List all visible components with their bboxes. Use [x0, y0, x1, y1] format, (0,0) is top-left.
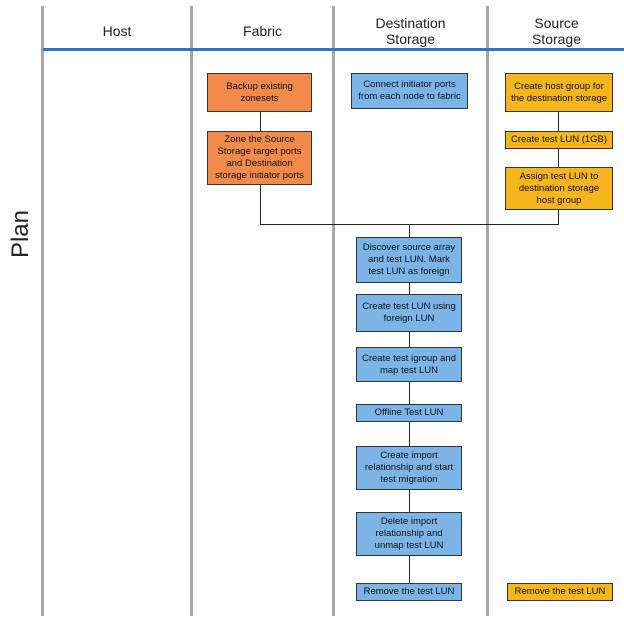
step-remove-test-lun-source-text: Remove the test LUN	[514, 586, 606, 597]
step-assign-test-lun: Assign test LUN to destination storage h…	[505, 167, 613, 210]
step-create-test-lun-foreign-text: Create test LUN using foreign LUN	[362, 301, 456, 324]
lane-divider-destination-source	[486, 6, 489, 616]
step-create-test-lun-source: Create test LUN (1GB)	[505, 131, 613, 149]
lane-header-destination-line2: Storage	[385, 31, 436, 47]
step-offline-test-lun-text: Offline Test LUN	[374, 407, 444, 418]
step-connect-initiator-ports-text: Connect initiator ports from each node t…	[358, 79, 461, 102]
lane-header-destination: Destination Storage	[335, 15, 486, 47]
step-create-import-relationship: Create import relationship and start tes…	[356, 446, 462, 490]
connector-source-1	[558, 112, 559, 131]
lane-header-fabric: Fabric	[193, 23, 332, 39]
step-discover-source-array: Discover source array and test LUN. Mark…	[356, 237, 462, 283]
step-backup-zonesets-text: Backup existing zonesets	[226, 80, 293, 104]
step-discover-source-array-text: Discover source array and test LUN. Mark…	[362, 242, 456, 277]
step-delete-import-relationship-text: Delete import relationship and unmap tes…	[374, 516, 444, 551]
lane-header-source: Source Storage	[489, 15, 624, 47]
step-offline-test-lun: Offline Test LUN	[356, 404, 462, 422]
connector-source-2	[558, 149, 559, 167]
step-create-host-group: Create host group for the destination st…	[505, 73, 613, 112]
step-assign-test-lun-text: Assign test LUN to destination storage h…	[518, 170, 600, 206]
connector-source-down	[558, 210, 559, 225]
header-rule	[43, 48, 624, 51]
step-connect-initiator-ports: Connect initiator ports from each node t…	[351, 73, 468, 109]
step-create-test-lun-foreign: Create test LUN using foreign LUN	[356, 294, 462, 332]
lane-header-source-line2: Storage	[531, 31, 582, 47]
step-remove-test-lun-destination-text: Remove the test LUN	[363, 586, 455, 597]
lane-divider-left	[41, 6, 44, 616]
step-create-igroup: Create test igroup and map test LUN	[356, 347, 462, 382]
step-remove-test-lun-destination: Remove the test LUN	[356, 583, 462, 601]
lane-header-source-line1: Source	[534, 15, 579, 31]
connector-fabric-down	[260, 185, 261, 224]
lane-divider-fabric-destination	[332, 6, 335, 616]
lane-divider-host-fabric	[190, 6, 193, 616]
lane-header-fabric-label: Fabric	[243, 23, 282, 39]
step-create-host-group-text: Create host group for the destination st…	[510, 80, 608, 104]
step-create-test-lun-source-text: Create test LUN (1GB)	[510, 134, 608, 145]
connector-fabric-vertical	[260, 112, 261, 131]
step-create-igroup-text: Create test igroup and map test LUN	[361, 352, 456, 376]
step-remove-test-lun-source: Remove the test LUN	[507, 583, 613, 601]
step-backup-zonesets: Backup existing zonesets	[207, 73, 312, 112]
step-create-import-relationship-text: Create import relationship and start tes…	[364, 450, 454, 485]
lane-header-destination-line1: Destination	[375, 15, 446, 31]
step-zone-ports-text: Zone the Source Storage target ports and…	[215, 134, 304, 181]
phase-label: Plan	[7, 209, 34, 259]
lane-header-host-label: Host	[102, 23, 132, 39]
lane-header-host: Host	[44, 23, 190, 39]
step-delete-import-relationship: Delete import relationship and unmap tes…	[356, 512, 462, 556]
step-zone-ports: Zone the Source Storage target ports and…	[207, 131, 312, 185]
